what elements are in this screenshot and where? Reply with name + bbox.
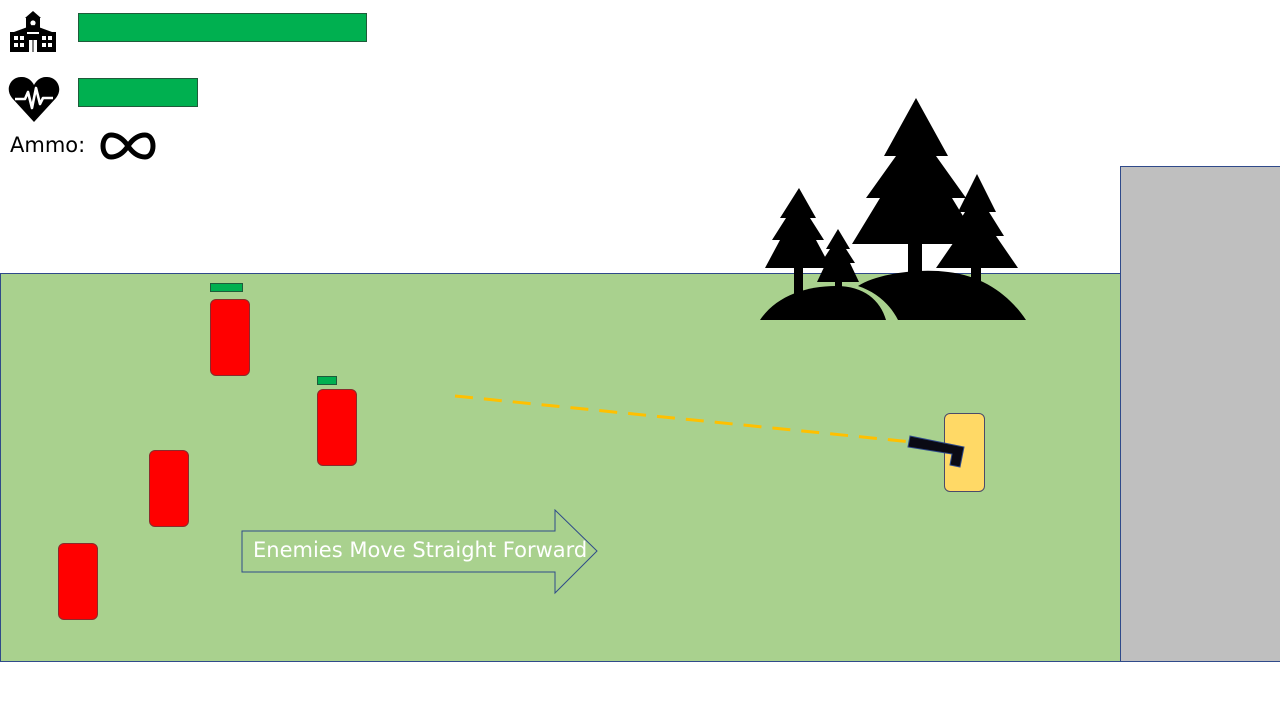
forest-silhouette-icon <box>760 98 1026 320</box>
school-building-icon <box>10 11 56 52</box>
infinity-icon <box>100 132 156 160</box>
enemy-unit[interactable] <box>210 299 250 376</box>
arrow-label: Enemies Move Straight Forward <box>253 538 588 562</box>
ammo-label: Ammo: <box>10 133 86 157</box>
gun-icon <box>907 435 965 468</box>
player-health-bar <box>78 78 198 107</box>
enemy-unit[interactable] <box>317 389 357 466</box>
enemy-health-bar <box>210 283 243 292</box>
enemy-unit[interactable] <box>58 543 98 620</box>
enemy-direction-arrow: Enemies Move Straight Forward <box>241 509 599 595</box>
enemy-unit[interactable] <box>149 450 189 527</box>
enemy-health-bar <box>317 376 337 385</box>
base-health-fill <box>78 13 367 42</box>
base-health-bar <box>78 13 367 42</box>
player-health-fill <box>78 78 198 107</box>
aim-line <box>454 394 913 444</box>
base-wall <box>1120 166 1280 662</box>
heartbeat-icon <box>8 76 60 122</box>
